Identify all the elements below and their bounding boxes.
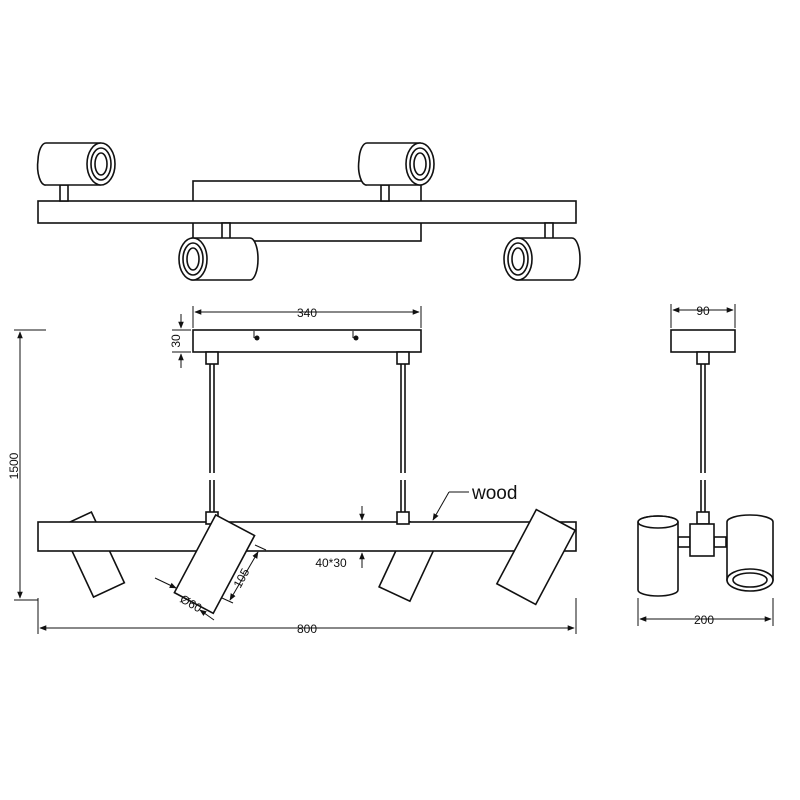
dim-total-height: 1500 (7, 452, 21, 479)
front-view: 340 30 1500 wood 40*30 105 Ø60 800 (7, 306, 577, 636)
top-view-spot-4 (503, 222, 581, 281)
top-view-spot-1 (36, 142, 116, 202)
dim-total-length: 800 (297, 622, 317, 636)
top-view-spot-2 (357, 142, 435, 202)
side-view-spot-left (637, 515, 679, 597)
side-view: 90 200 (637, 304, 774, 627)
top-view-bar (37, 200, 577, 224)
dim-side-total-width: 200 (694, 613, 714, 627)
side-view-canopy (670, 329, 736, 353)
wood-label: wood (471, 483, 517, 504)
dim-canopy-height: 30 (169, 334, 183, 348)
dim-bar-section: 40*30 (315, 556, 347, 570)
front-view-canopy (192, 329, 422, 353)
dim-canopy-width: 340 (297, 306, 317, 320)
front-view-spot-4 (495, 508, 577, 606)
top-view (36, 142, 581, 281)
side-view-bar-section (689, 523, 715, 557)
dim-side-canopy-width: 90 (696, 304, 710, 318)
side-view-spot-right (726, 514, 774, 592)
front-view-wood-bar (37, 521, 577, 552)
top-view-spot-3 (178, 222, 259, 281)
